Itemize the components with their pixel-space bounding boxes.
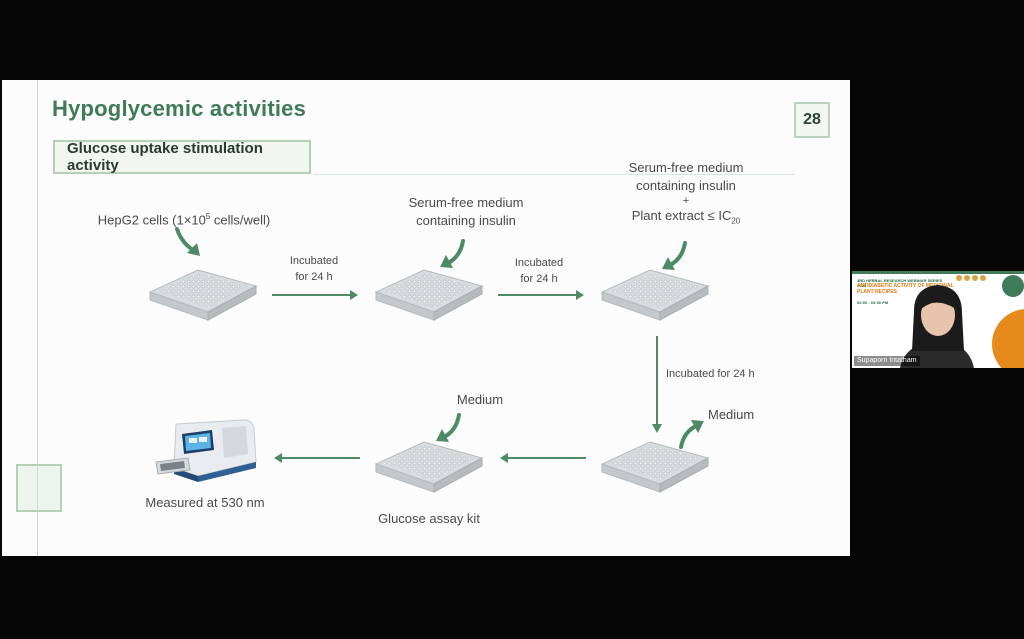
serum-addition-arrow-icon <box>440 239 465 268</box>
plate-reader-icon <box>155 419 257 482</box>
incubation-label-3: Incubated for 24 h <box>666 368 755 380</box>
hepg2-cells-label: HepG2 cells (1×105 cells/well) <box>97 212 271 228</box>
decorative-square <box>16 464 62 512</box>
webinar-time: 02:00 - 03:00 PM <box>857 300 889 305</box>
webcam-banner-strip <box>852 271 1024 274</box>
arrow-step2-to-step3 <box>498 290 584 300</box>
well-plate-5 <box>375 441 483 493</box>
cells-addition-arrow-icon <box>175 227 200 256</box>
arrow-step5-to-reader <box>274 453 360 463</box>
participant-name: Supaporn Intatham <box>854 356 920 366</box>
medium-removed-label: Medium <box>708 407 755 422</box>
glucose-assay-kit-label: Glucose assay kit <box>378 511 480 526</box>
participant-video-tile[interactable]: 3RD HERBAL RESEARCH WEBINAR SERIES 2025 … <box>852 271 1024 368</box>
well-plate-2 <box>375 269 483 321</box>
medium-addition-arrow-icon <box>436 413 461 442</box>
incubation-label-1: Incubated for 24 h <box>289 255 339 283</box>
subtitle-rule <box>313 174 795 175</box>
section-subtitle: Glucose uptake stimulation activity <box>53 140 311 174</box>
sponsor-logos <box>956 275 996 281</box>
serum-medium-label-1: Serum-free medium containing insulin <box>408 195 524 228</box>
medium-transfer-label: Medium <box>456 392 504 407</box>
medium-removal-arrow-icon <box>679 420 704 449</box>
left-divider <box>37 80 38 556</box>
webcam-green-circle <box>1002 275 1024 297</box>
well-plate-3 <box>601 269 709 321</box>
arrow-step1-to-step2 <box>272 290 358 300</box>
measured-wavelength-label: Measured at 530 nm <box>145 495 265 510</box>
webinar-talk-title: ANTIDIABETIC ACTIVITY OF MEDICINAL PLANT… <box>857 283 954 295</box>
speaker-avatar <box>900 285 974 368</box>
webinar-series-label: 3RD HERBAL RESEARCH WEBINAR SERIES 2025 <box>857 278 943 288</box>
arrow-step3-down <box>652 336 662 433</box>
extract-addition-arrow-icon <box>662 241 687 270</box>
serum-insulin-extract-label: Serum-free medium containing insulin + P… <box>628 160 744 226</box>
arrow-step4-to-step5 <box>500 453 586 463</box>
slide-title: Hypoglycemic activities <box>52 96 307 121</box>
well-plate-1 <box>149 269 257 321</box>
incubation-label-2: Incubated for 24 h <box>514 257 564 285</box>
presentation-slide: Hypoglycemic activities 28 Glucose uptak… <box>2 80 850 556</box>
page-number-badge: 28 <box>794 102 830 138</box>
